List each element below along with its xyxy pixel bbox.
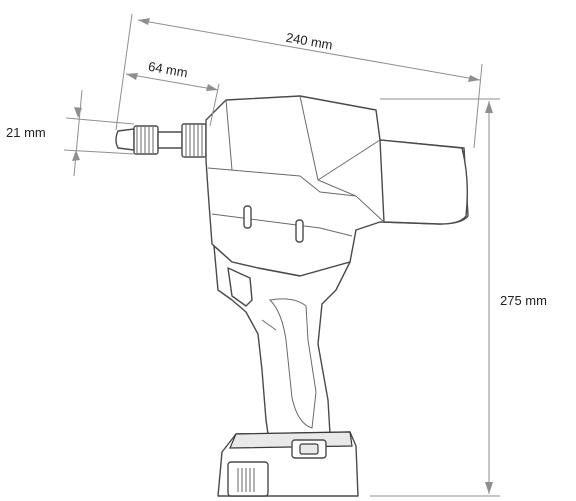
nose-knurled-collar xyxy=(133,125,159,155)
nose-diameter-label: 21 mm xyxy=(6,125,46,140)
motor-rear-cap xyxy=(379,139,469,225)
rear-knurled-collar xyxy=(181,123,207,158)
height-label: 275 mm xyxy=(500,293,547,308)
nose-shaft xyxy=(157,131,183,149)
vent-slot xyxy=(243,205,252,229)
nose-tip xyxy=(115,128,135,151)
dimension-height: 275 mm xyxy=(370,98,547,497)
dimension-nose-length: 64 mm xyxy=(125,59,220,127)
vent-slot xyxy=(295,219,304,243)
nose-length-label: 64 mm xyxy=(147,59,189,81)
overall-length-label: 240 mm xyxy=(285,30,334,53)
dimension-nose-diameter: 21 mm xyxy=(6,89,135,177)
rivet-tool-illustration xyxy=(115,95,469,497)
grip-inlay xyxy=(268,298,317,429)
battery-pack xyxy=(217,431,359,497)
trigger xyxy=(227,267,253,307)
